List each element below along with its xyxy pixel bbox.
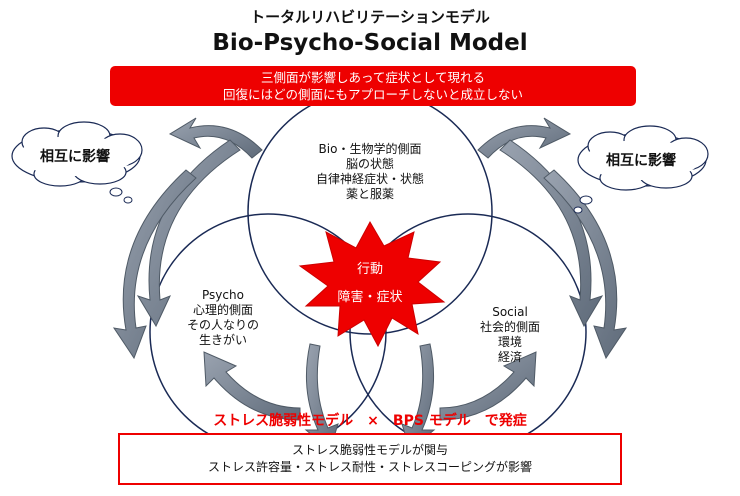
cloud-right	[573, 125, 709, 214]
symptom-starburst	[298, 220, 446, 348]
arrow-bottom-right	[439, 351, 537, 421]
psycho-line-3: その人なりの	[186, 318, 259, 332]
center-line-2: 障害・症状	[337, 290, 403, 305]
bio-line-1: Bio・生物学的側面	[318, 142, 422, 156]
banner-line-2: 回復にはどの側面にもアプローチしないと成立しない	[222, 87, 523, 102]
page-title-en: Bio-Psycho-Social Model	[212, 30, 528, 56]
bio-line-2: 脳の状態	[345, 157, 394, 171]
psycho-line-4: 生きがい	[198, 333, 247, 347]
psycho-line-2: 心理的側面	[192, 303, 253, 317]
model-subtitle: ストレス脆弱性モデル × BPS モデル で発症	[213, 413, 527, 429]
cloud-left	[11, 121, 143, 204]
arrow-bottom-left	[203, 351, 301, 421]
stress-box: ストレス脆弱性モデルが関与 ストレス許容量・ストレス耐性・ストレスコーピングが影…	[118, 433, 622, 485]
social-line-3: 環境	[497, 335, 522, 349]
stress-line-2: ストレス許容量・ストレス耐性・ストレスコーピングが影響	[207, 460, 532, 474]
bio-label: Bio・生物学的側面 脳の状態 自律神経症状・状態 薬と服薬	[290, 142, 450, 202]
bio-line-3: 自律神経症状・状態	[315, 172, 424, 186]
arrow-left-inner	[112, 169, 197, 360]
social-line-1: Social	[492, 305, 528, 319]
arrow-top-right	[477, 117, 572, 159]
psycho-line-1: Psycho	[202, 288, 244, 302]
summary-banner: 三側面が影響しあって症状として現れる 回復にはどの側面にもアプローチしないと成立…	[110, 66, 636, 106]
center-label: 行動 障害・症状	[300, 256, 440, 312]
stress-line-1: ストレス脆弱性モデルが関与	[291, 443, 448, 457]
bio-line-4: 薬と服薬	[345, 187, 394, 201]
psycho-label: Psycho 心理的側面 その人なりの 生きがい	[168, 288, 278, 348]
social-line-4: 経済	[497, 350, 522, 364]
cloud-left-label: 相互に影響	[40, 149, 110, 165]
center-line-1: 行動	[356, 262, 383, 277]
cloud-right-label: 相互に影響	[606, 153, 676, 169]
social-line-2: 社会的側面	[479, 320, 540, 334]
page-title-jp: トータルリハビリテーションモデル	[250, 8, 490, 26]
banner-line-1: 三側面が影響しあって症状として現れる	[260, 70, 485, 85]
social-label: Social 社会的側面 環境 経済	[455, 305, 565, 365]
arrow-right-inner	[543, 169, 628, 360]
arrow-top-left	[168, 117, 263, 159]
